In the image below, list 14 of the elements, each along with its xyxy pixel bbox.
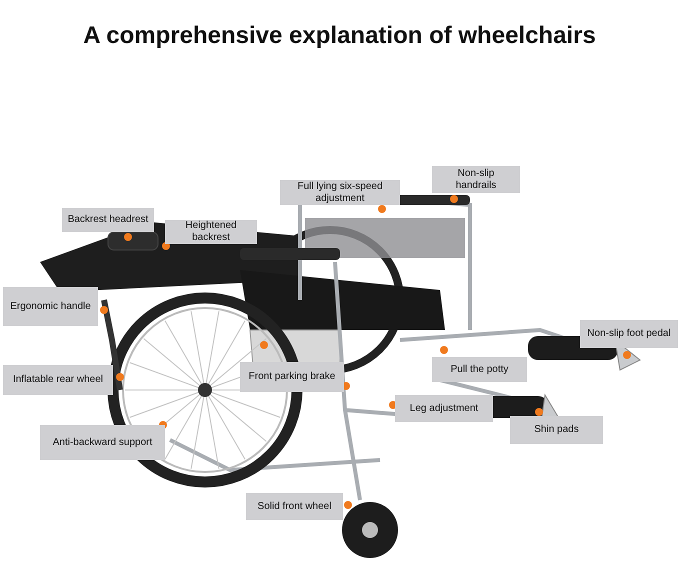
- part-label: Full lying six-speed adjustment: [280, 180, 400, 205]
- part-label: Non-slip handrails: [432, 166, 520, 193]
- page-title: A comprehensive explanation of wheelchairs: [82, 22, 597, 50]
- part-label: Pull the potty: [432, 357, 527, 382]
- part-label: Inflatable rear wheel: [3, 365, 113, 395]
- part-label: Heightened backrest: [165, 220, 257, 244]
- part-label: Shin pads: [510, 416, 603, 444]
- part-label: Front parking brake: [240, 362, 344, 392]
- part-label: Leg adjustment: [395, 395, 493, 422]
- part-label: Backrest headrest: [62, 208, 154, 232]
- part-label: Non-slip foot pedal: [580, 320, 678, 348]
- part-label: Ergonomic handle: [3, 287, 98, 326]
- part-label: Anti-backward support: [40, 425, 165, 460]
- part-label: Solid front wheel: [246, 493, 343, 520]
